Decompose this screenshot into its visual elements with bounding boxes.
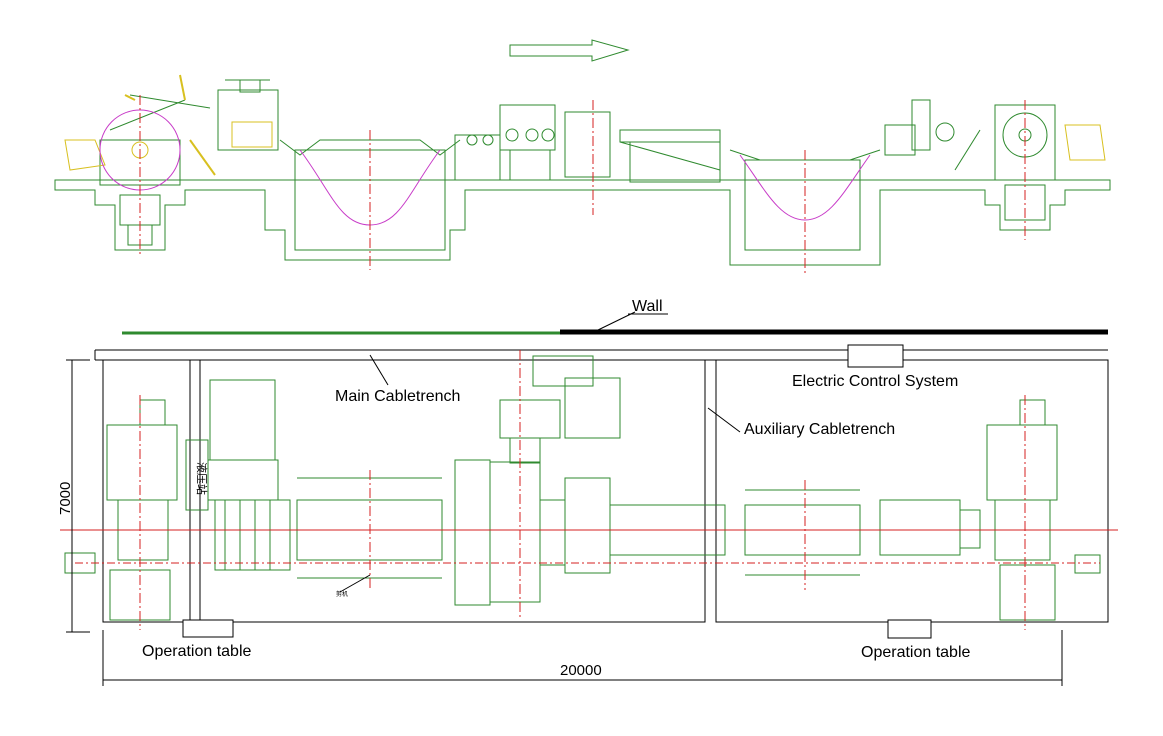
plan-straightener <box>207 379 291 571</box>
direction-arrow <box>509 39 630 62</box>
recoiler <box>994 104 1106 221</box>
plan-equipment <box>64 355 1101 621</box>
main-cabletrench <box>199 359 706 623</box>
operation-table-right-box <box>887 619 932 639</box>
plan-centerlines <box>60 350 1118 630</box>
electric-control-cabinet <box>847 344 904 368</box>
electric-control-system-label: Electric Control System <box>792 373 958 390</box>
tension-unit <box>884 99 981 171</box>
plan-tension-unit <box>879 499 981 556</box>
slitter <box>454 104 611 181</box>
auxiliary-cabletrench <box>715 359 1109 623</box>
hydraulic-station-label: 液压站 <box>195 462 209 495</box>
plan-uncoiler <box>64 399 209 621</box>
auxiliary-cabletrench-label: Auxiliary Cabletrench <box>744 421 895 438</box>
conveyor <box>619 129 721 183</box>
small-note-label: 剪机 <box>336 590 348 598</box>
elevation-view <box>54 39 1111 266</box>
wall-label: Wall <box>632 298 663 315</box>
plan-conveyor <box>564 477 611 574</box>
plan-view <box>94 344 1109 639</box>
plan-slitter <box>454 355 621 606</box>
operation-table-left-box <box>182 619 234 638</box>
operation-table-left-label: Operation table <box>142 643 252 660</box>
dimension-lines <box>66 359 1063 686</box>
leader-lines <box>339 354 741 593</box>
wall <box>122 311 1108 335</box>
elevation-centerlines <box>139 95 1026 275</box>
main-cabletrench-label: Main Cabletrench <box>335 388 460 405</box>
straightener <box>217 79 279 151</box>
length-dimension: 20000 <box>560 662 602 679</box>
loop-pit-2 <box>744 159 861 251</box>
plan-recoiler <box>986 399 1101 621</box>
operation-table-right-label: Operation table <box>861 644 971 661</box>
left-foundation <box>102 359 191 623</box>
loop-curve-2 <box>739 154 871 221</box>
foundation-outline <box>54 179 1111 266</box>
width-dimension: 7000 <box>57 482 74 515</box>
